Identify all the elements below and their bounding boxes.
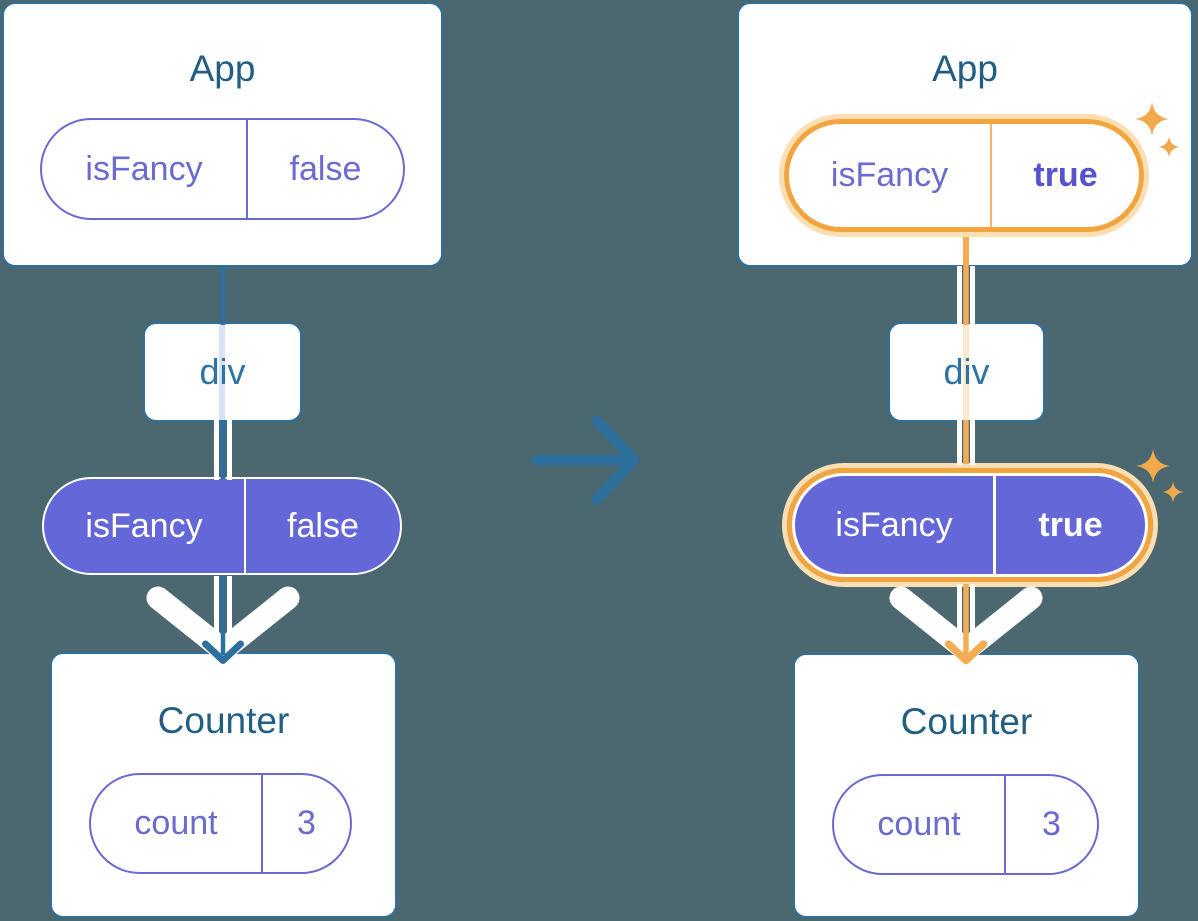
context-value: true: [1038, 505, 1103, 544]
sparkle-icon: [1162, 481, 1184, 503]
after-counter-state-pill: count 3: [832, 774, 1099, 875]
before-counter-card: Counter count 3: [50, 652, 397, 918]
context-value: false: [287, 506, 359, 545]
before-app-prop-pill: isFancy false: [40, 118, 405, 220]
before-counter-title: Counter: [157, 700, 290, 741]
before-big-chevron: [146, 586, 300, 665]
context-name: isFancy: [44, 479, 246, 573]
after-counter-title: Counter: [900, 701, 1033, 742]
after-div-passthrough-line: [963, 324, 969, 420]
before-app-card: App isFancy false: [2, 2, 443, 267]
prop-value: false: [289, 149, 362, 188]
after-app-prop-pill: isFancy true: [784, 119, 1144, 232]
before-div-label: div: [199, 351, 246, 392]
after-big-chevron: [889, 586, 1043, 665]
before-div-card: div: [143, 322, 302, 422]
state-value: 3: [297, 804, 316, 842]
transition-arrow-icon: [531, 415, 640, 505]
state-name: count: [834, 776, 1006, 873]
before-counter-state-pill: count 3: [89, 773, 352, 874]
before-context-pill: isFancy false: [42, 477, 402, 575]
after-context-pill-highlight: isFancy true: [782, 463, 1158, 587]
before-app-title: App: [189, 48, 256, 89]
prop-name: isFancy: [789, 124, 992, 227]
after-counter-card: Counter count 3: [793, 653, 1140, 918]
after-div-label: div: [943, 351, 990, 392]
context-name: isFancy: [795, 476, 996, 574]
sparkle-icon: [1136, 449, 1170, 483]
state-value: 3: [1042, 805, 1061, 843]
prop-value: true: [1033, 156, 1098, 194]
after-div-card: div: [888, 322, 1045, 422]
after-context-pill: isFancy true: [792, 473, 1148, 577]
after-context-pill-ring: isFancy true: [787, 468, 1153, 582]
after-app-value-line: [962, 235, 969, 265]
prop-name: isFancy: [42, 120, 248, 218]
state-name: count: [91, 775, 263, 872]
after-app-prop-pill-highlight: isFancy true: [779, 114, 1149, 237]
after-app-title: App: [932, 48, 998, 89]
transition-arrow-head: [591, 415, 640, 505]
before-div-passthrough-line: [219, 324, 225, 420]
after-app-card: App isFancy true: [737, 2, 1193, 267]
